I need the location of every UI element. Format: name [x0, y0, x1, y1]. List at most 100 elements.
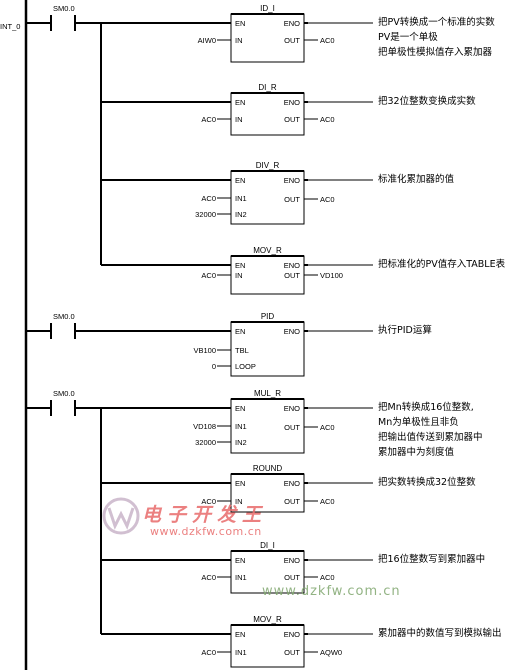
operand-out: AC0	[320, 497, 335, 506]
pin-in-in: IN	[235, 36, 243, 45]
pin-in-tbl: TBL	[235, 346, 249, 355]
pin-out-out: OUT	[284, 423, 300, 432]
operand-in: AIW0	[198, 36, 216, 45]
pin-out-out: OUT	[284, 573, 300, 582]
operand-in: AC0	[201, 194, 216, 203]
function-block-di-r	[230, 92, 305, 136]
function-block-round	[230, 473, 305, 513]
block-comment: 把PV转换成一个标准的实数	[378, 16, 495, 28]
pin-in-in: IN	[235, 497, 243, 506]
operand-out: AQW0	[320, 648, 342, 657]
operand-in: VB100	[193, 346, 216, 355]
block-name: MOV_R	[253, 246, 282, 255]
watermark-logo-icon	[102, 497, 140, 535]
block-comment: 把实数转换成32位整数	[378, 476, 476, 488]
operand-in: 32000	[195, 438, 216, 447]
watermark-url-secondary: www.dzkfw.com.cn	[262, 584, 401, 599]
pin-in-in1: IN1	[235, 422, 247, 431]
block-comment: PV是一个单极	[378, 31, 438, 43]
block-name: DI_R	[258, 83, 276, 92]
block-name: ID_I	[260, 4, 275, 13]
pin-in-in1: IN1	[235, 573, 247, 582]
pin-in-en: EN	[235, 176, 245, 185]
pin-out-eno: ENO	[284, 404, 300, 413]
contact-address: SM0.0	[53, 389, 75, 398]
block-name: ROUND	[253, 464, 283, 473]
pin-out-out: OUT	[284, 195, 300, 204]
block-name: PID	[261, 312, 275, 321]
pin-out-out: OUT	[284, 648, 300, 657]
pin-out-out: OUT	[284, 115, 300, 124]
block-comment: 把16位整数写到累加器中	[378, 553, 485, 565]
pin-in-en: EN	[235, 327, 245, 336]
pin-in-in1: IN1	[235, 194, 247, 203]
pin-out-out: OUT	[284, 36, 300, 45]
block-name: MUL_R	[254, 389, 281, 398]
pin-out-eno: ENO	[284, 556, 300, 565]
block-name: MOV_R	[253, 615, 282, 624]
pin-out-eno: ENO	[284, 479, 300, 488]
block-comment: 把32位整数变换成实数	[378, 95, 476, 107]
contact-address: SM0.0	[53, 4, 75, 13]
block-comment: Mn为单极性且非负	[378, 416, 459, 428]
operand-in: VD108	[193, 422, 216, 431]
pin-in-in: IN	[235, 115, 243, 124]
pin-in-en: EN	[235, 556, 245, 565]
operand-in: AC0	[201, 648, 216, 657]
pin-in-en: EN	[235, 479, 245, 488]
pin-out-eno: ENO	[284, 630, 300, 639]
pin-in-en: EN	[235, 404, 245, 413]
pin-in-in1: IN1	[235, 648, 247, 657]
pin-out-eno: ENO	[284, 98, 300, 107]
function-block-di-i	[230, 550, 305, 594]
pin-in-in2: IN2	[235, 438, 247, 447]
operand-out: AC0	[320, 573, 335, 582]
block-comment: 把输出值传送到累加器中	[378, 431, 483, 443]
operand-out: AC0	[320, 423, 335, 432]
block-comment: 把Mn转换成16位整数,	[378, 401, 474, 413]
block-comment: 累加器中为刻度值	[378, 446, 455, 458]
watermark-text: 电子开发王	[142, 504, 267, 526]
pin-out-eno: ENO	[284, 327, 300, 336]
pin-out-out: OUT	[284, 497, 300, 506]
function-block-pid	[230, 321, 305, 377]
pin-out-out: OUT	[284, 271, 300, 280]
pin-out-eno: ENO	[284, 19, 300, 28]
pin-in-en: EN	[235, 98, 245, 107]
block-comment: 把单极性模拟值存入累加器	[378, 46, 493, 58]
watermark-url: www.dzkfw.com.cn	[150, 525, 262, 538]
contact-address: SM0.0	[53, 312, 75, 321]
pin-in-in: IN	[235, 271, 243, 280]
pin-in-en: EN	[235, 261, 245, 270]
function-block-div-r	[230, 170, 305, 225]
operand-in: 32000	[195, 210, 216, 219]
operand-in: 0	[212, 362, 216, 371]
block-comment: 执行PID运算	[378, 324, 432, 336]
operand-in: AC0	[201, 573, 216, 582]
function-block-mul-r	[230, 398, 305, 454]
operand-in: AC0	[201, 497, 216, 506]
pin-in-en: EN	[235, 630, 245, 639]
pin-out-eno: ENO	[284, 261, 300, 270]
block-comment: 把标准化的PV值存入TABLE表	[378, 258, 506, 270]
contact-no-2	[26, 323, 76, 339]
pin-in-in2: IN2	[235, 210, 247, 219]
pin-in-en: EN	[235, 19, 245, 28]
block-comment: 累加器中的数值写到模拟输出	[378, 627, 502, 639]
operand-out: AC0	[320, 195, 335, 204]
operand-out: VD100	[320, 271, 343, 280]
operand-out: AC0	[320, 115, 335, 124]
function-block-id-i	[230, 13, 305, 63]
pin-out-eno: ENO	[284, 176, 300, 185]
block-comment: 标准化累加器的值	[378, 173, 455, 185]
operand-out: AC0	[320, 36, 335, 45]
function-block-mov-r	[230, 624, 305, 668]
rung-label: INT_0	[0, 22, 20, 31]
pin-in-loop: LOOP	[235, 362, 256, 371]
block-name: DI_I	[260, 541, 275, 550]
operand-in: AC0	[201, 271, 216, 280]
block-name: DIV_R	[256, 161, 280, 170]
contact-no-1	[26, 15, 76, 31]
